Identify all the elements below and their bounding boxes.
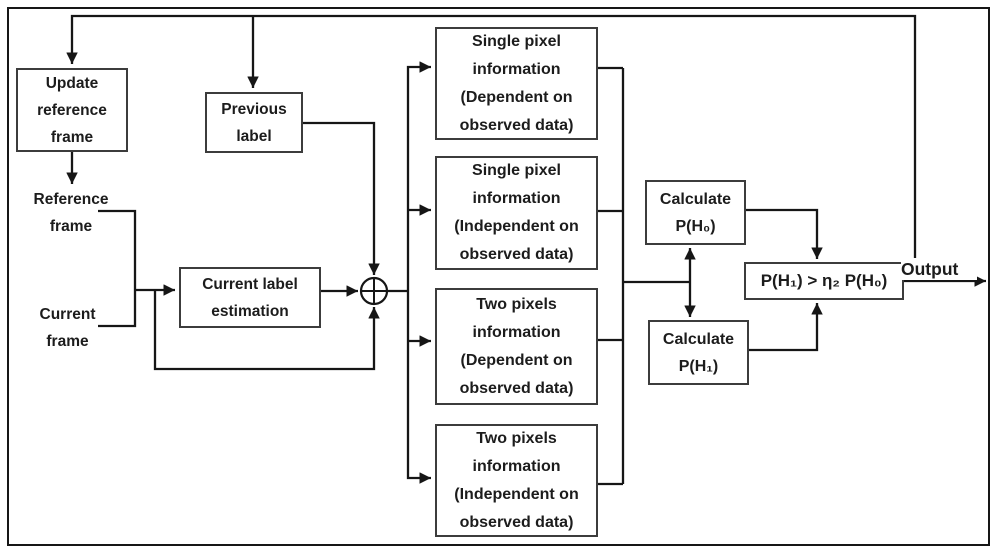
node-single-pixel-independent: Single pixel information (Independent on…	[435, 156, 598, 270]
node-calculate-p-h0: Calculate P(H₀)	[645, 180, 746, 245]
node-single-pixel-dependent: Single pixel information (Dependent on o…	[435, 27, 598, 140]
node-calculate-p-h1: Calculate P(H₁)	[648, 320, 749, 385]
node-update-reference-frame: Update reference frame	[16, 68, 128, 152]
node-decision-rule: P(H₁) > η₂ P(H₀)	[744, 262, 904, 300]
node-two-pixels-dependent: Two pixels information (Dependent on obs…	[435, 288, 598, 405]
label-reference-frame: Reference frame	[33, 191, 109, 235]
plus-circle-icon	[361, 278, 387, 304]
label-output: Output	[901, 258, 977, 280]
node-previous-label: Previous label	[205, 92, 303, 153]
node-two-pixels-independent: Two pixels information (Independent on o…	[435, 424, 598, 537]
arrow-paths	[66, 14, 986, 486]
label-current-frame: Current frame	[39, 306, 96, 350]
node-current-label-estimation: Current label estimation	[179, 267, 321, 328]
combiner-node	[359, 276, 389, 306]
diagram-outer-border	[7, 7, 990, 546]
